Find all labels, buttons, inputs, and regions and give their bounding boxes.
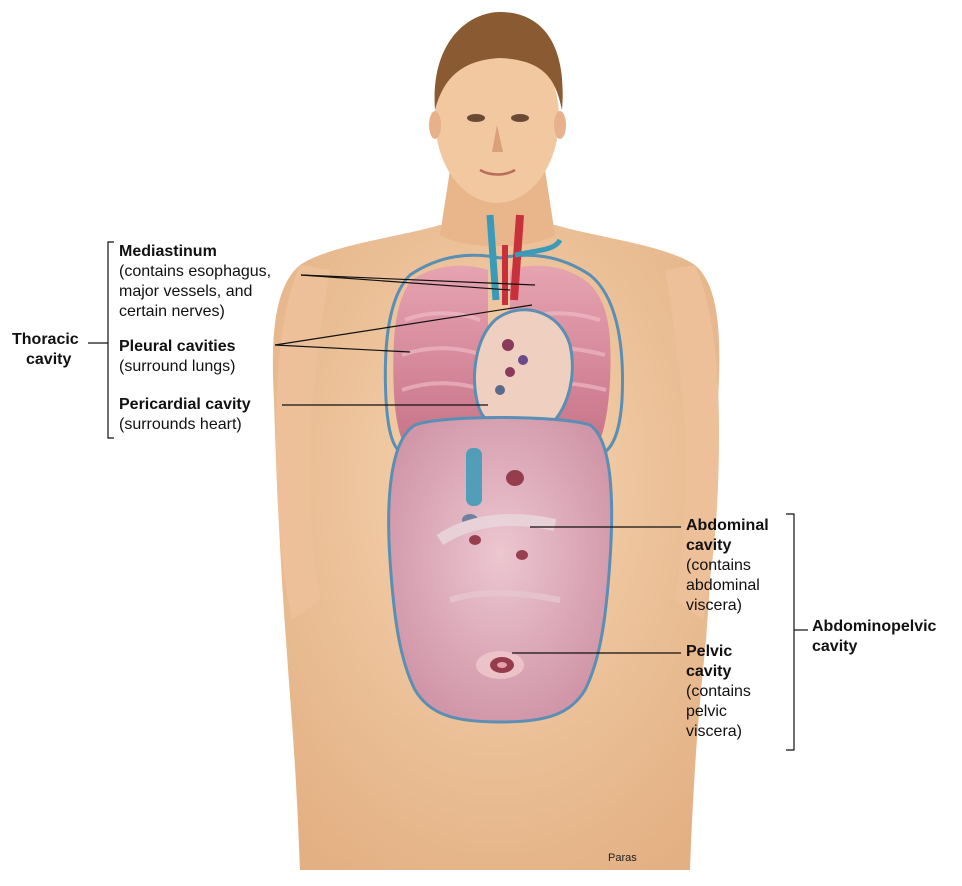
abdominopelvic-label-2: cavity bbox=[812, 637, 857, 656]
pleural-desc: (surround lungs) bbox=[119, 357, 236, 376]
mediastinum-title: Mediastinum bbox=[119, 242, 217, 261]
abdominal-title-1: Abdominal bbox=[686, 516, 769, 535]
mediastinum-desc-1: (contains esophagus, bbox=[119, 262, 271, 281]
mediastinum-desc-2: major vessels, and bbox=[119, 282, 252, 301]
pleural-title: Pleural cavities bbox=[119, 337, 236, 356]
abdominal-desc-2: abdominal bbox=[686, 576, 760, 595]
pelvic-desc-3: viscera) bbox=[686, 722, 742, 741]
pelvic-title-2: cavity bbox=[686, 662, 731, 681]
pericardial-desc: (surrounds heart) bbox=[119, 415, 242, 434]
thoracic-label-2: cavity bbox=[26, 350, 71, 369]
artist-credit: Paras bbox=[608, 852, 637, 864]
abdominal-desc-3: viscera) bbox=[686, 596, 742, 615]
abdominal-desc-1: (contains bbox=[686, 556, 751, 575]
pericardial-title: Pericardial cavity bbox=[119, 395, 251, 414]
pelvic-title-1: Pelvic bbox=[686, 642, 732, 661]
abdominopelvic-label-1: Abdominopelvic bbox=[812, 617, 936, 636]
pelvic-desc-1: (contains bbox=[686, 682, 751, 701]
mediastinum-desc-3: certain nerves) bbox=[119, 302, 225, 321]
abdominal-title-2: cavity bbox=[686, 536, 731, 555]
thoracic-label-1: Thoracic bbox=[12, 330, 79, 349]
heart bbox=[475, 310, 573, 435]
pelvic-desc-2: pelvic bbox=[686, 702, 727, 721]
